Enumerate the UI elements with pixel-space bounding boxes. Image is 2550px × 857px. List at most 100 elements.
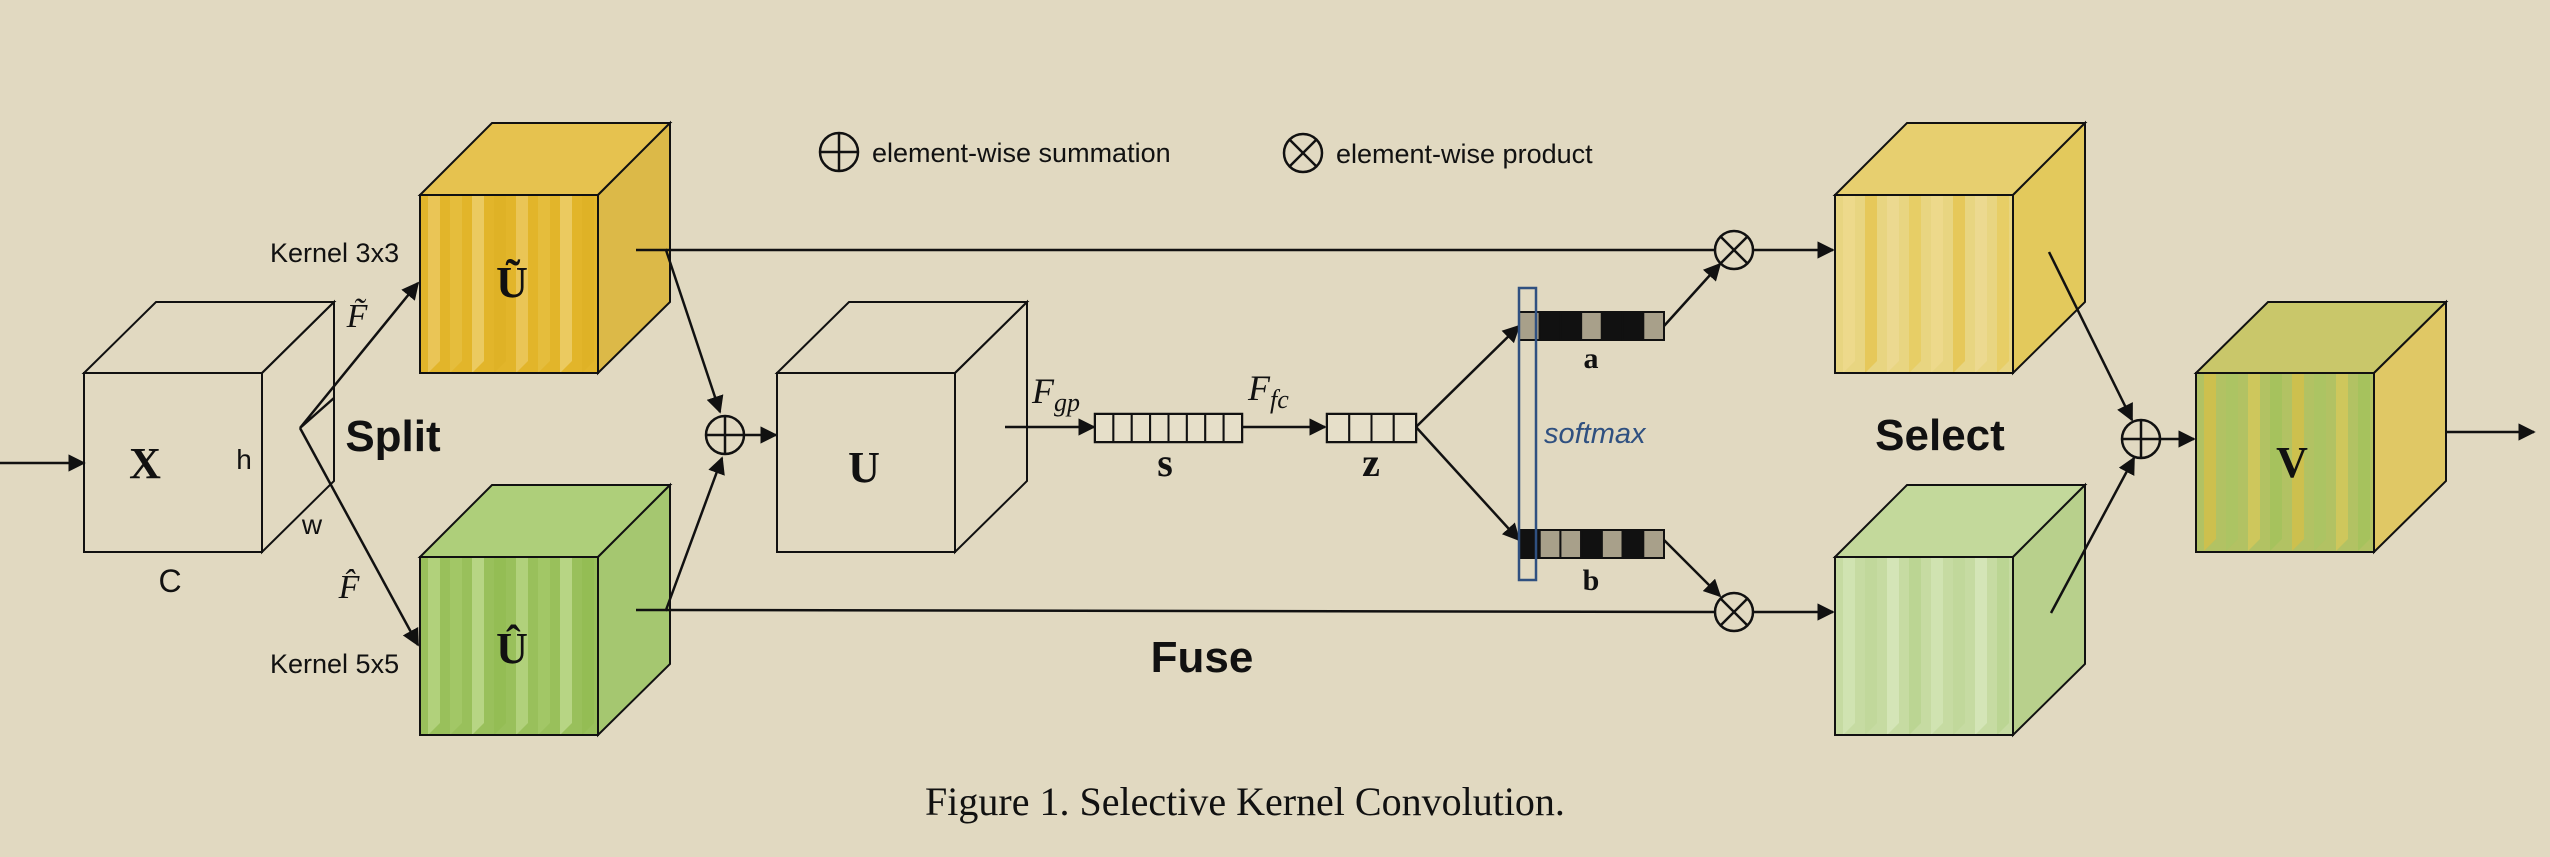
f-hat-label: F̂ <box>338 568 361 606</box>
split-arrow-bottom <box>298 427 420 647</box>
feature-slice <box>2292 373 2304 551</box>
feature-slice <box>1997 557 2009 735</box>
feature-slice <box>2358 373 2370 551</box>
softmax-label: softmax <box>1544 418 1647 450</box>
dim-w-label: w <box>301 509 323 540</box>
vector-cell <box>1642 529 1666 559</box>
vector-cell <box>1222 413 1243 443</box>
z-label: z <box>1362 440 1380 485</box>
feature-slice <box>1865 557 1877 735</box>
feature-slice <box>1887 557 1899 735</box>
select-label: Select <box>1875 411 2005 460</box>
vector-cell <box>1538 311 1562 341</box>
feature-slice <box>1931 557 1943 735</box>
z-vector <box>1325 412 1418 444</box>
dim-h-label: h <box>236 444 252 475</box>
f-gp-sub: gp <box>1054 388 1080 417</box>
feature-slice <box>560 557 572 735</box>
f-tilde-label: F̃ <box>346 298 369 335</box>
kernel-5x5-label: Kernel 5x5 <box>270 649 399 679</box>
z-to-b-arrow <box>1415 426 1521 542</box>
final-sum-node <box>2120 418 2162 460</box>
vector-cell <box>1130 413 1152 443</box>
feature-slice <box>1909 195 1921 373</box>
vector-cell <box>1580 311 1603 341</box>
vector-cell <box>1600 529 1624 559</box>
input-cube-x: X h w C <box>81 299 337 599</box>
softmax-box <box>1517 286 1538 582</box>
figure-caption: Figure 1. Selective Kernel Convolution. <box>925 779 1565 824</box>
vector-cell <box>1348 413 1373 443</box>
feature-slice <box>472 557 484 735</box>
s-label: s <box>1157 440 1173 485</box>
feature-slice <box>1843 557 1855 735</box>
feature-slice <box>1865 195 1877 373</box>
sum-legend-label: element-wise summation <box>872 138 1171 168</box>
feature-slice <box>450 557 462 735</box>
split-label: Split <box>345 412 441 461</box>
feature-slice <box>1975 557 1987 735</box>
feature-slice <box>428 557 440 735</box>
feature-slice <box>1975 195 1987 373</box>
product-node-top <box>1713 229 1755 271</box>
u-hat-cube: Û <box>417 482 673 738</box>
feature-slice <box>560 195 572 373</box>
vector-cell <box>1559 529 1583 559</box>
sum-legend-icon <box>818 131 860 173</box>
b-vector <box>1518 529 1666 559</box>
feature-slice <box>582 195 594 373</box>
feature-slice <box>538 195 550 373</box>
feature-slice <box>1931 195 1943 373</box>
feature-slice <box>516 557 528 735</box>
vector-cell <box>1326 413 1351 443</box>
feature-slice <box>516 195 528 373</box>
u-cube: U <box>774 299 1030 555</box>
u-hat-label: Û <box>496 624 528 673</box>
f-gp-label: Fgp <box>1031 371 1080 417</box>
select-bottom-cube <box>1832 482 2088 738</box>
feature-slice <box>1997 195 2009 373</box>
b-to-product-arrow <box>1663 539 1722 598</box>
product-legend-label: element-wise product <box>1336 139 1593 169</box>
feature-slice <box>428 195 440 373</box>
f-fc-main: F <box>1247 368 1271 408</box>
feature-slice <box>1953 195 1965 373</box>
f-gp-main: F <box>1031 371 1055 411</box>
u-tilde-label: Ũ <box>496 258 528 307</box>
vector-cell <box>1392 413 1417 443</box>
select-top-to-sum-arrow <box>2047 251 2134 422</box>
feature-slice <box>494 195 506 373</box>
fuse-label: Fuse <box>1151 633 1254 682</box>
a-vector <box>1518 311 1666 341</box>
feature-slice <box>1843 195 1855 373</box>
z-to-a-arrow <box>1415 324 1521 428</box>
kernel-3x3-label: Kernel 3x3 <box>270 238 399 268</box>
vector-cell <box>1559 311 1583 341</box>
vector-cell <box>1621 529 1645 559</box>
u-tilde-cube: Ũ <box>417 120 673 376</box>
vector-cell <box>1112 413 1133 443</box>
vector-cell <box>1621 311 1645 341</box>
a-label: a <box>1584 342 1599 375</box>
feature-slice <box>2270 373 2282 551</box>
feature-slice <box>2336 373 2348 551</box>
v-output-cube: V <box>2193 299 2449 555</box>
f-fc-sub: fc <box>1270 385 1289 414</box>
product-node-bottom <box>1713 591 1755 633</box>
select-bottom-to-sum-arrow <box>2049 456 2136 614</box>
v-label: V <box>2276 438 2308 487</box>
legend: element-wise summation element-wise prod… <box>818 131 1593 174</box>
product-legend-icon <box>1282 132 1324 174</box>
vector-cell <box>1642 311 1666 341</box>
vector-cell <box>1204 413 1225 443</box>
u-hat-long-line <box>665 608 1717 614</box>
feature-slice <box>2248 373 2260 551</box>
u-label: U <box>848 443 880 492</box>
feature-slice <box>2226 373 2238 551</box>
feature-slice <box>1953 557 1965 735</box>
select-top-cube <box>1832 120 2088 376</box>
a-to-product-arrow <box>1663 262 1722 327</box>
vector-cell <box>1167 413 1188 443</box>
